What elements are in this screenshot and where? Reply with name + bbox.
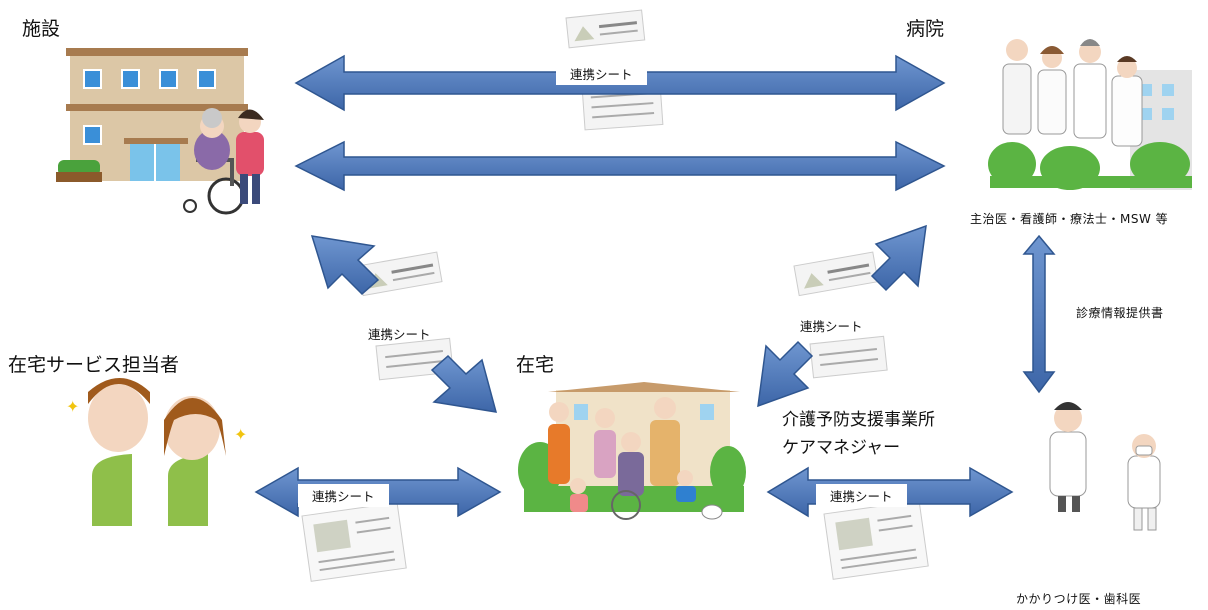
svg-text:✦: ✦ (234, 425, 247, 444)
care-office-label: 介護予防支援事業所 ケアマネジャー (782, 406, 935, 462)
family-doctor-note: かかりつけ医・歯科医 (1016, 592, 1142, 606)
facility-building-illustration (56, 48, 264, 215)
arrow-hospital-family-doctor (1022, 234, 1056, 394)
sheet-icon-bottom-right (823, 500, 929, 580)
home-label: 在宅 (516, 354, 555, 376)
home-service-staff-illustration: ✦ ✦ (62, 378, 247, 526)
arrow-facility-hospital-lower (294, 140, 946, 192)
facility-label: 施設 (22, 18, 61, 40)
sheet-icon-right-diag (793, 251, 879, 297)
hospital-label: 病院 (906, 18, 945, 40)
arrow-to-facility-diagonal (310, 235, 380, 296)
care-office-line2: ケアマネジャー (782, 438, 901, 458)
sheet-label-right-diag: 連携シート (800, 319, 863, 334)
arrow-to-home-from-left (430, 354, 498, 413)
sheet-icon-top (565, 9, 646, 49)
arrow-to-hospital-diagonal (870, 224, 927, 292)
home-service-label: 在宅サービス担当者 (8, 354, 180, 376)
care-office-line1: 介護予防支援事業所 (782, 410, 935, 430)
sheet-label-top: 連携シート (556, 62, 647, 85)
arrow-to-home-from-right (757, 340, 814, 408)
sheet-label-bottom-left: 連携シート (298, 484, 389, 507)
hospital-staff-illustration (988, 39, 1192, 190)
sheet-label-left-diag: 連携シート (368, 327, 431, 342)
home-family-illustration (518, 382, 746, 520)
sheet-icon-right-diag-lower (809, 335, 888, 379)
sheet-icon-bottom-left (301, 502, 407, 582)
svg-text:✦: ✦ (66, 397, 79, 416)
family-doctor-dentist-illustration (1049, 402, 1161, 531)
hospital-staff-note: 主治医・看護師・療法士・MSW 等 (970, 212, 1169, 226)
sheet-label-bottom-right: 連携シート (816, 484, 907, 507)
doctor-info-note: 診療情報提供書 (1076, 306, 1164, 320)
